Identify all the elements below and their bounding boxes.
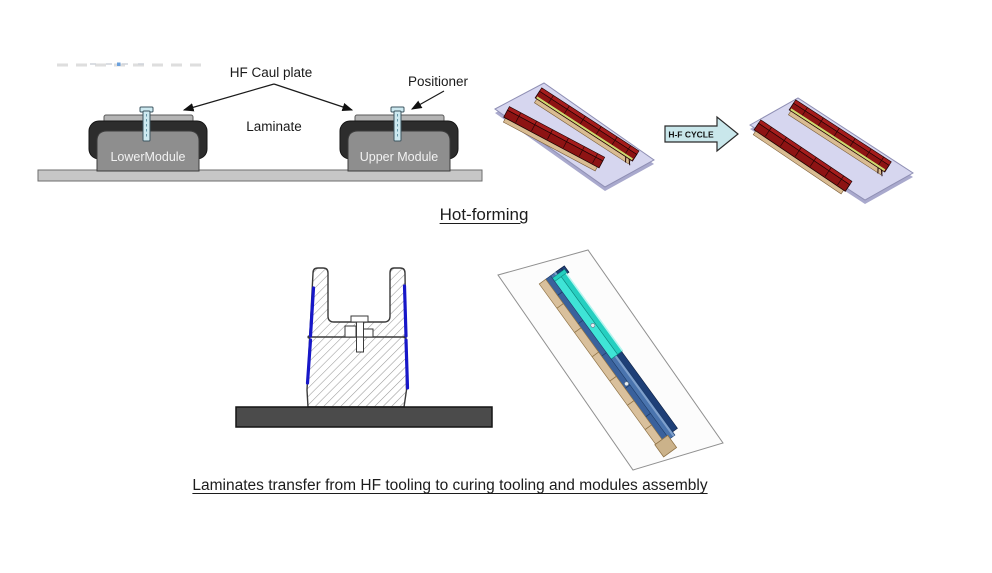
pin-hole (624, 381, 629, 387)
lower-module-body (96, 130, 200, 172)
upper-module-body (347, 130, 451, 172)
smudge-blue-dot (117, 62, 121, 66)
hot-forming-caption-text: Hot-forming (439, 205, 529, 224)
base-plate (37, 169, 483, 182)
upper-module-label: Upper Module (360, 150, 439, 164)
curing-tooling-render (497, 249, 724, 471)
cyan-channel (551, 268, 624, 361)
laminate-line (536, 96, 633, 161)
laminate-blue-lines (305, 284, 410, 390)
hf-cycle-arrow-shape (664, 115, 739, 153)
laminate-line (790, 108, 886, 172)
positioner-arrow-icon (410, 90, 445, 110)
module-strip-front (502, 106, 606, 172)
pin-hole (590, 323, 596, 328)
lower-positioner-pin (139, 106, 154, 142)
hf-cycle-arrow: H-F CYCLE (664, 115, 739, 153)
transfer-caption-text: Laminates transfer from HF tooling to cu… (192, 477, 708, 494)
hf-cycle-arrow-label: H-F CYCLE (668, 130, 714, 140)
hf-tooling-render-before (494, 82, 655, 191)
tan-end-block (654, 434, 678, 458)
positioner-label: Positioner (408, 74, 469, 89)
transfer-caption: Laminates transfer from HF tooling to cu… (130, 477, 770, 495)
tool-base-bar (235, 406, 493, 428)
tool-plate (494, 82, 655, 188)
upper-module: Upper Module (339, 106, 459, 172)
erased-text-smudge (57, 62, 205, 67)
laminate-label: Laminate (246, 119, 302, 134)
caul-plate-arrow-left-icon (182, 83, 275, 112)
module-strip-front (752, 119, 853, 195)
upper-positioner-pin (390, 106, 405, 142)
caul-plate-label: HF Caul plate (230, 65, 313, 80)
hot-forming-schematic: LowerModule Upper Module HF Caul plate P… (37, 62, 483, 182)
hot-forming-caption: Hot-forming (334, 205, 634, 225)
lower-module-label: LowerModule (110, 150, 185, 164)
module-strip-rear (787, 99, 892, 177)
hf-tooling-render-after (749, 97, 914, 204)
curing-assembly (538, 265, 678, 458)
curing-tool-cross-section (235, 267, 493, 428)
centre-pin (344, 315, 374, 353)
lower-module: LowerModule (88, 106, 208, 172)
module-strip-rear (533, 87, 640, 166)
caul-plate-arrow-right-icon (273, 83, 354, 111)
